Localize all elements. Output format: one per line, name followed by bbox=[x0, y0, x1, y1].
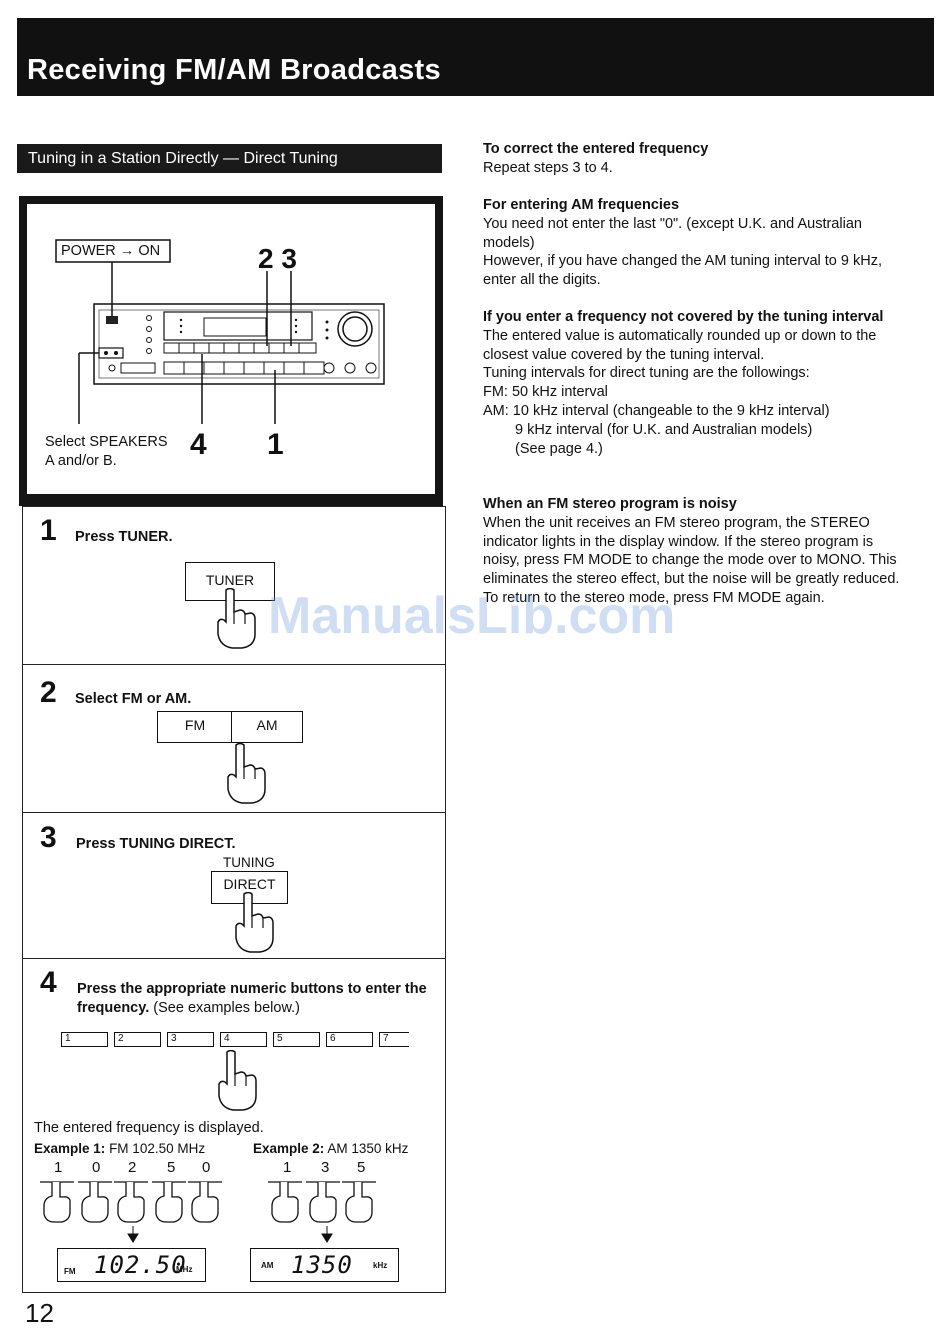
example-1-digit: 5 bbox=[167, 1159, 176, 1176]
numeric-button-7[interactable]: 7 bbox=[379, 1032, 409, 1047]
am-section: For entering AM frequencies You need not… bbox=[483, 196, 913, 290]
am-display-frequency: 1350 bbox=[291, 1251, 353, 1279]
am-text-2: However, if you have changed the AM tuni… bbox=[483, 253, 882, 289]
callout-4: 4 bbox=[190, 428, 207, 461]
section-bar bbox=[17, 144, 442, 173]
am-text-1: You need not enter the last "0". (except… bbox=[483, 215, 862, 251]
example-2-value: AM 1350 kHz bbox=[327, 1141, 409, 1156]
am-button[interactable]: AM bbox=[231, 711, 303, 743]
noisy-text: When the unit receives an FM stereo prog… bbox=[483, 514, 900, 588]
power-label: POWER → ON bbox=[61, 243, 161, 259]
numeric-button-4[interactable]: 4 bbox=[220, 1032, 267, 1047]
correct-heading: To correct the entered frequency bbox=[483, 141, 709, 157]
speakers-label-line1: Select SPEAKERS bbox=[45, 434, 168, 450]
example-1-digit: 1 bbox=[54, 1159, 63, 1176]
step-4-number: 4 bbox=[40, 966, 57, 999]
not-covered-text: The entered value is automatically round… bbox=[483, 327, 877, 363]
speakers-label-line2: A and/or B. bbox=[45, 453, 117, 469]
example-2-digit: 1 bbox=[283, 1159, 292, 1176]
numeric-button-6[interactable]: 6 bbox=[326, 1032, 373, 1047]
watermark: ManualsLib.com bbox=[268, 587, 676, 645]
numeric-button-2[interactable]: 2 bbox=[114, 1032, 161, 1047]
hand-pointer-icon bbox=[235, 892, 274, 953]
numeric-button-3[interactable]: 3 bbox=[167, 1032, 214, 1047]
am-display-unit: kHz bbox=[373, 1261, 388, 1270]
am-heading: For entering AM frequencies bbox=[483, 197, 680, 213]
fm-display-frequency: 102.50 bbox=[94, 1251, 187, 1279]
am-display-band: AM bbox=[261, 1261, 274, 1270]
step-3-number: 3 bbox=[40, 821, 57, 854]
step-1-instruction: Press TUNER. bbox=[75, 529, 173, 545]
correct-text: Repeat steps 3 to 4. bbox=[483, 159, 613, 176]
callout-1: 1 bbox=[267, 428, 284, 461]
noisy-section: When an FM stereo program is noisy When … bbox=[483, 495, 913, 608]
hand-pointer-icon bbox=[227, 743, 266, 804]
callout-2-3: 2 3 bbox=[258, 243, 297, 274]
step-4-instruction-bold: Press the appropriate numeric buttons to… bbox=[77, 981, 427, 1016]
numeric-button-5[interactable]: 5 bbox=[273, 1032, 320, 1047]
receiver-diagram bbox=[55, 239, 385, 424]
not-covered-heading: If you enter a frequency not covered by … bbox=[483, 309, 884, 325]
example-2-digit: 5 bbox=[357, 1159, 366, 1176]
hand-pointer-icon bbox=[218, 1050, 257, 1111]
example-key-presses bbox=[40, 1181, 376, 1243]
not-covered-section: If you enter a frequency not covered by … bbox=[483, 308, 913, 458]
am-display: AM 1350 kHz bbox=[250, 1248, 399, 1282]
example-1-digit: 0 bbox=[202, 1159, 211, 1176]
step-2-number: 2 bbox=[40, 676, 57, 709]
example-1-caption: Example 1: FM 102.50 MHz bbox=[34, 1141, 205, 1156]
example-1-value: FM 102.50 MHz bbox=[109, 1141, 206, 1156]
tuning-label: TUNING bbox=[223, 855, 275, 870]
step-3-instruction: Press TUNING DIRECT. bbox=[76, 836, 236, 852]
correct-section: To correct the entered frequency Repeat … bbox=[483, 140, 913, 178]
page-title: Receiving FM/AM Broadcasts bbox=[27, 54, 441, 86]
fm-display: FM 102.50 MHz bbox=[57, 1248, 206, 1282]
step-2-instruction: Select FM or AM. bbox=[75, 691, 192, 707]
noisy-heading: When an FM stereo program is noisy bbox=[483, 496, 737, 512]
am-interval-2: 9 kHz interval (for U.K. and Australian … bbox=[515, 421, 813, 438]
section-title: Tuning in a Station Directly — Direct Tu… bbox=[28, 150, 338, 167]
numeric-button-1[interactable]: 1 bbox=[61, 1032, 108, 1047]
displayed-note: The entered frequency is displayed. bbox=[34, 1120, 264, 1136]
step-4-box bbox=[22, 958, 446, 1293]
hand-pointer-icon bbox=[217, 588, 256, 649]
am-interval: AM: 10 kHz interval (changeable to the 9… bbox=[483, 402, 830, 419]
noisy-text-2: To return to the stereo mode, press FM M… bbox=[483, 589, 825, 606]
intervals-intro: Tuning intervals for direct tuning are t… bbox=[483, 365, 810, 382]
example-2-digit: 3 bbox=[321, 1159, 330, 1176]
fm-display-band: FM bbox=[64, 1267, 76, 1276]
step-4-instruction: Press the appropriate numeric buttons to… bbox=[77, 980, 437, 1018]
example-2-label: Example 2: bbox=[253, 1141, 325, 1156]
fm-display-unit: MHz bbox=[176, 1265, 193, 1274]
see-page: (See page 4.) bbox=[515, 440, 603, 457]
step-4-instruction-plain: (See examples below.) bbox=[149, 1000, 300, 1016]
fm-interval: FM: 50 kHz interval bbox=[483, 384, 608, 401]
example-2-caption: Example 2: AM 1350 kHz bbox=[253, 1141, 408, 1156]
fm-button[interactable]: FM bbox=[157, 711, 233, 743]
title-bar bbox=[17, 18, 934, 96]
example-1-label: Example 1: bbox=[34, 1141, 106, 1156]
example-1-digit: 2 bbox=[128, 1159, 137, 1176]
page-number: 12 bbox=[25, 1298, 54, 1328]
example-1-digit: 0 bbox=[92, 1159, 101, 1176]
step-1-number: 1 bbox=[40, 514, 57, 547]
